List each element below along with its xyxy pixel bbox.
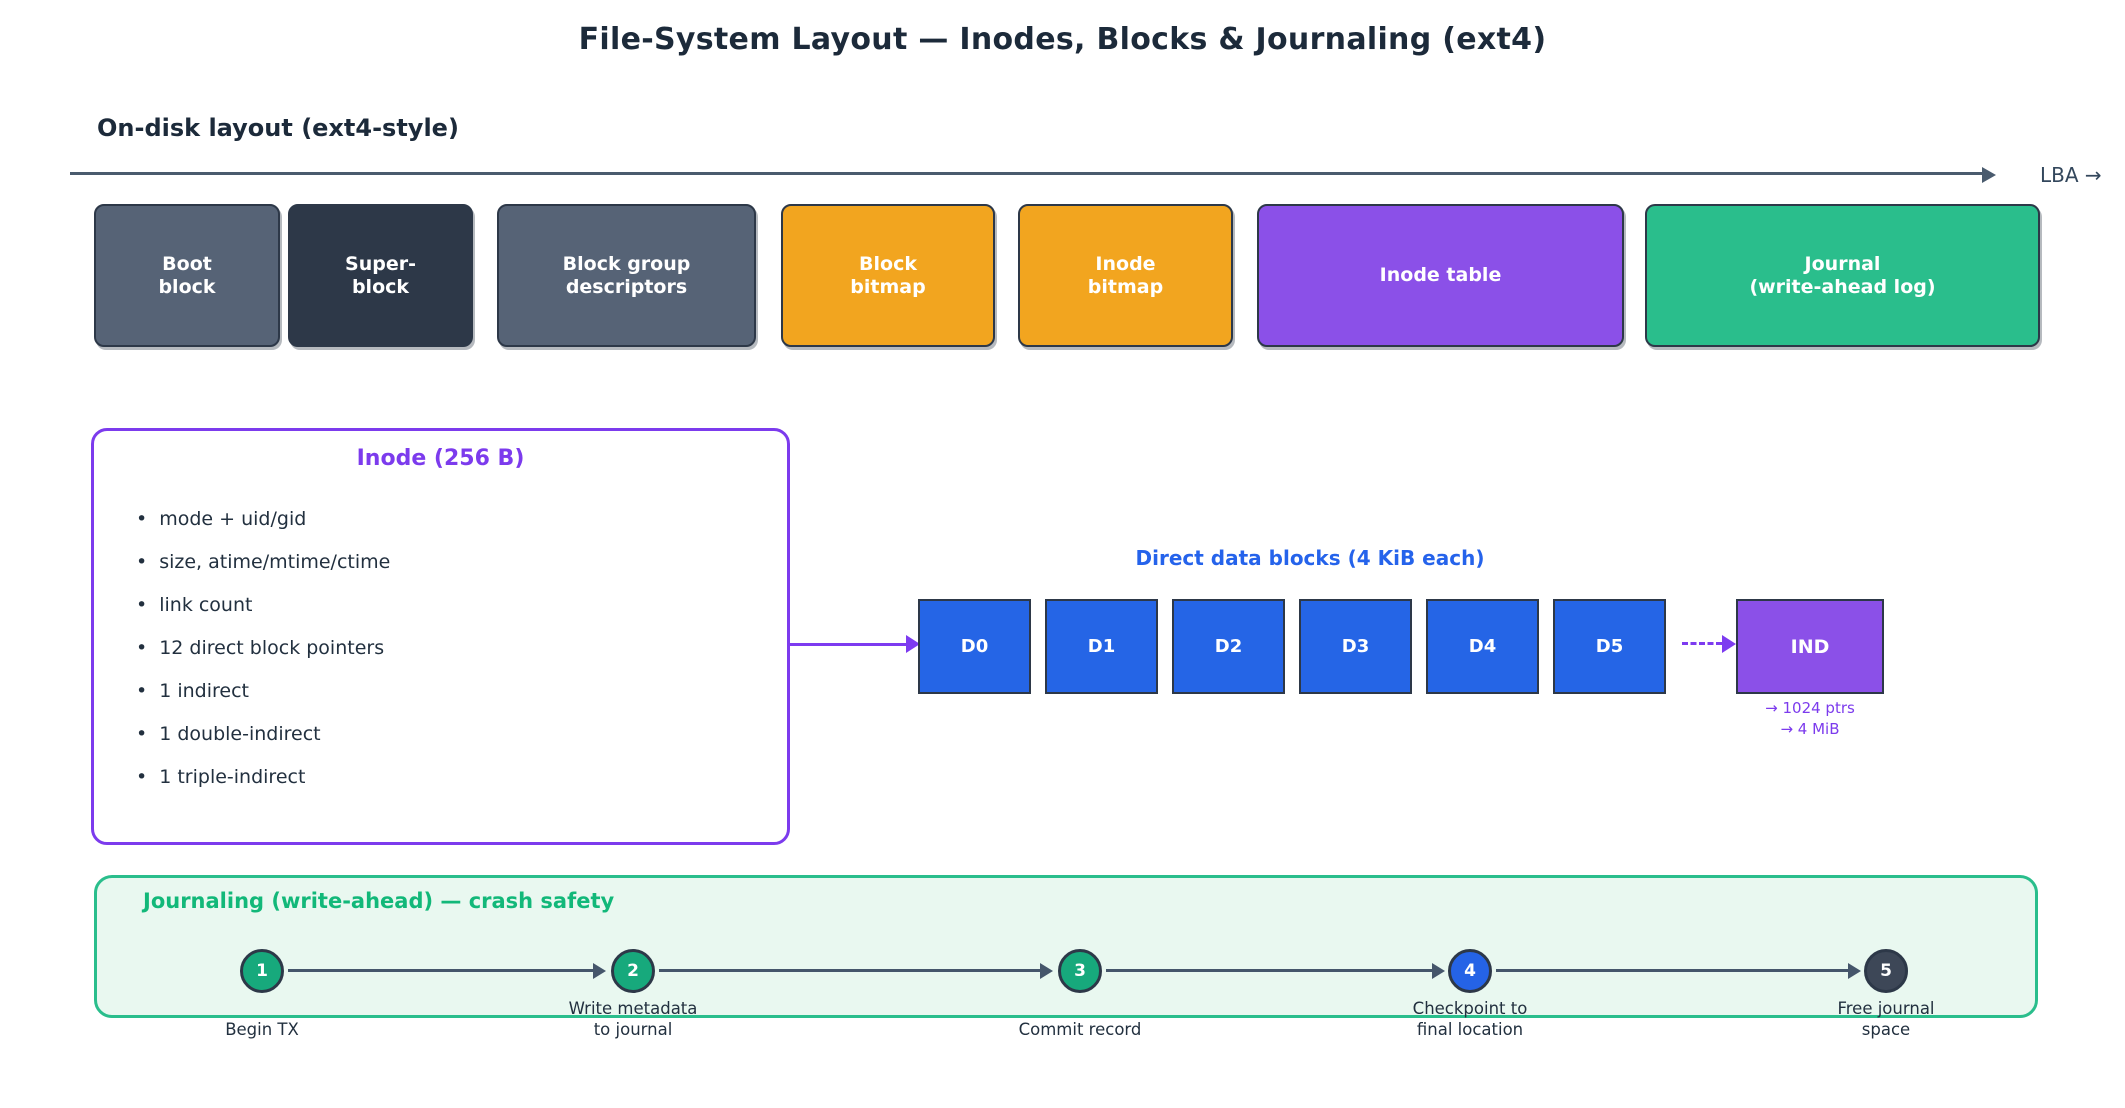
inode-to-data-arrow-line <box>790 643 906 646</box>
direct-blocks-heading: Direct data blocks (4 KiB each) <box>1135 546 1485 570</box>
disk-block-journal: Journal (write-ahead log) <box>1645 204 2040 347</box>
inode-field-list: mode + uid/gid size, atime/mtime/ctime l… <box>136 498 390 799</box>
indirect-block-notes: → 1024 ptrs → 4 MiB <box>1765 699 1855 738</box>
journal-step-4-label: Checkpoint to final location <box>1412 999 1528 1039</box>
data-block-d3: D3 <box>1299 599 1412 694</box>
inode-field: 1 double-indirect <box>136 713 390 756</box>
data-block-d4: D4 <box>1426 599 1539 694</box>
ondisk-block-row: Boot block Super- block Block group desc… <box>94 204 2040 347</box>
journaling-heading: Journaling (write-ahead) — crash safety <box>143 889 615 913</box>
step1-to-step2-arrowhead-icon <box>593 963 606 979</box>
direct-block-row: D0 D1 D2 D3 D4 D5 <box>918 599 1666 694</box>
journaling-panel <box>94 875 2038 1018</box>
journal-step-5-circle: 5 <box>1864 949 1908 993</box>
journal-step-3-circle: 3 <box>1058 949 1102 993</box>
step2-to-step3-line <box>659 969 1040 972</box>
disk-block-inode-bitmap: Inode bitmap <box>1018 204 1233 347</box>
inode-box-title: Inode (256 B) <box>356 446 525 471</box>
ondisk-section-heading: On-disk layout (ext4-style) <box>97 114 459 142</box>
lba-axis-arrowhead-icon <box>1982 167 1996 183</box>
indirect-block: IND <box>1736 599 1884 694</box>
journal-step-2-circle: 2 <box>611 949 655 993</box>
data-block-d1: D1 <box>1045 599 1158 694</box>
d5-to-ind-arrowhead-icon <box>1722 635 1736 653</box>
journal-step-4-circle: 4 <box>1448 949 1492 993</box>
disk-block-block-bitmap: Block bitmap <box>781 204 995 347</box>
inode-field: 12 direct block pointers <box>136 627 390 670</box>
data-block-d5: D5 <box>1553 599 1666 694</box>
step3-to-step4-line <box>1106 969 1432 972</box>
step4-to-step5-arrowhead-icon <box>1848 963 1861 979</box>
disk-block-superblock: Super- block <box>288 204 473 347</box>
disk-block-group-descriptors: Block group descriptors <box>497 204 756 347</box>
disk-block-boot: Boot block <box>94 204 280 347</box>
step3-to-step4-arrowhead-icon <box>1432 963 1445 979</box>
journal-step-1-label: Begin TX <box>225 1020 299 1039</box>
data-block-d2: D2 <box>1172 599 1285 694</box>
journal-step-2-label: Write metadata to journal <box>568 999 698 1039</box>
d5-to-ind-dashed-line <box>1682 642 1722 645</box>
inode-to-data-arrowhead-icon <box>906 635 920 653</box>
inode-field: 1 triple-indirect <box>136 756 390 799</box>
inode-field: mode + uid/gid <box>136 498 390 541</box>
data-block-d0: D0 <box>918 599 1031 694</box>
page-title: File-System Layout — Inodes, Blocks & Jo… <box>578 22 1547 57</box>
disk-block-inode-table: Inode table <box>1257 204 1624 347</box>
inode-field: link count <box>136 584 390 627</box>
step1-to-step2-line <box>288 969 593 972</box>
lba-axis-label: LBA → <box>2040 163 2102 187</box>
journal-step-3-label: Commit record <box>1018 1020 1142 1039</box>
inode-field: size, atime/mtime/ctime <box>136 541 390 584</box>
step4-to-step5-line <box>1496 969 1848 972</box>
inode-field: 1 indirect <box>136 670 390 713</box>
journal-step-5-label: Free journal space <box>1837 999 1935 1039</box>
journal-step-1-circle: 1 <box>240 949 284 993</box>
lba-axis-line <box>70 172 1982 175</box>
step2-to-step3-arrowhead-icon <box>1040 963 1053 979</box>
